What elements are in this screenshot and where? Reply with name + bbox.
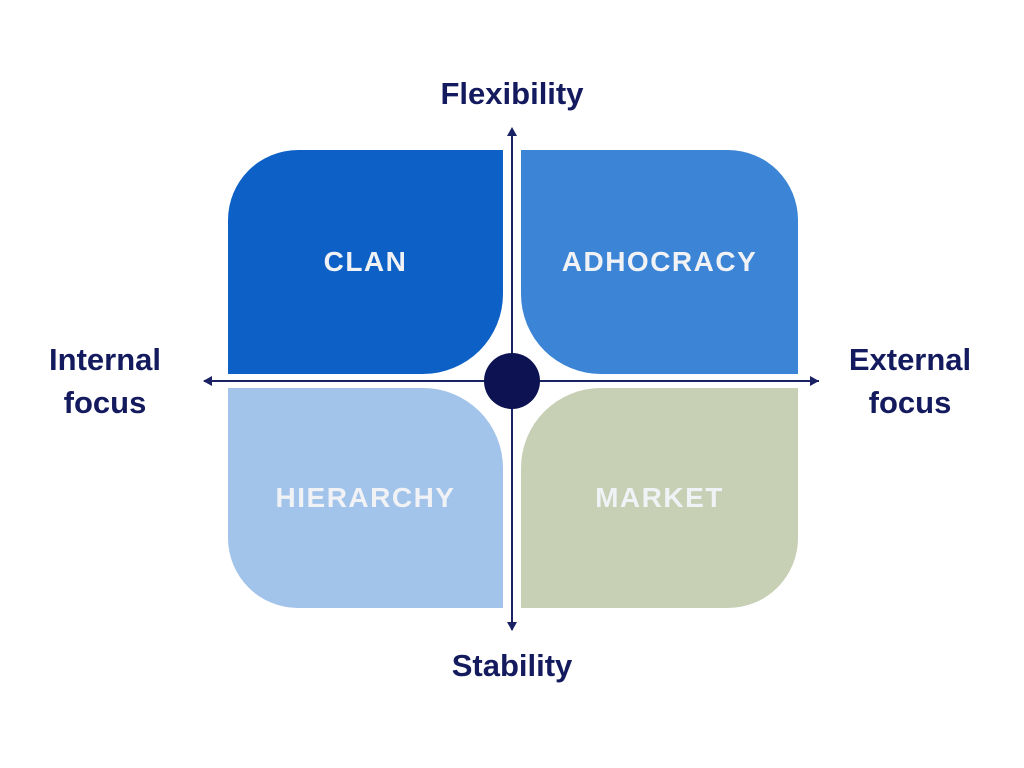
quadrant-adhocracy-label: ADHOCRACY xyxy=(561,246,758,277)
quadrant-hierarchy: HIERARCHY xyxy=(228,388,503,608)
arrow-down-icon xyxy=(507,622,517,631)
quadrant-clan-label: CLAN xyxy=(323,246,408,277)
quadrant-market: MARKET xyxy=(521,388,798,608)
axis-label-external-focus: External focus xyxy=(820,338,1000,424)
axis-label-internal-line2: focus xyxy=(63,385,147,420)
center-dot xyxy=(484,353,540,409)
axis-label-external-line2: focus xyxy=(868,385,952,420)
quadrant-adhocracy: ADHOCRACY xyxy=(521,150,798,374)
quadrant-clan: CLAN xyxy=(228,150,503,374)
axis-label-internal-focus: Internal focus xyxy=(15,338,195,424)
axis-label-stability: Stability xyxy=(451,648,573,683)
quadrant-market-label: MARKET xyxy=(595,482,724,513)
axis-label-internal-line1: Internal xyxy=(49,342,161,377)
quadrant-hierarchy-label: HIERARCHY xyxy=(275,482,456,513)
arrow-up-icon xyxy=(507,127,517,136)
axis-label-flexibility: Flexibility xyxy=(440,76,584,111)
axis-label-external-line1: External xyxy=(848,342,972,377)
arrow-right-icon xyxy=(810,376,819,386)
arrow-left-icon xyxy=(203,376,212,386)
